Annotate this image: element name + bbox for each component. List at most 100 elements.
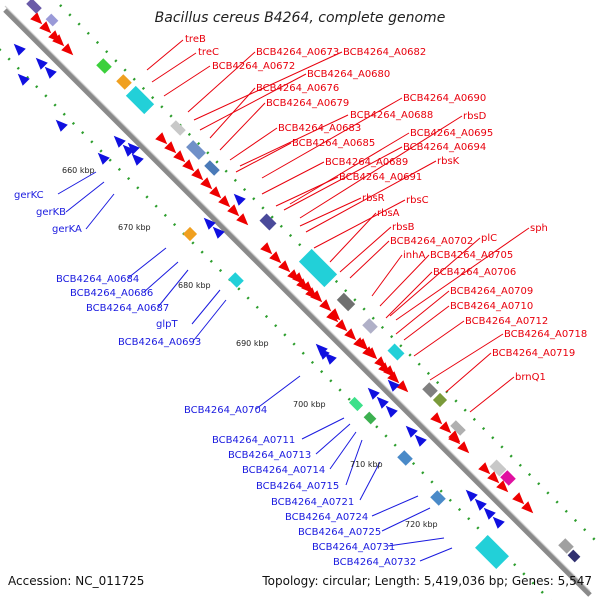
arrow-head	[344, 328, 357, 341]
gene-label[interactable]: BCB4264_A0709	[450, 286, 533, 297]
gene-label[interactable]: BCB4264_A0683	[278, 123, 361, 134]
gene-label[interactable]: BCB4264_A0676	[256, 83, 339, 94]
forward-cds-arrow	[512, 492, 525, 505]
gene-label[interactable]: BCB4264_A0672	[212, 61, 295, 72]
gene-label[interactable]: treB	[185, 34, 206, 45]
feature-box	[363, 411, 377, 425]
gene-label[interactable]: BCB4264_A0713	[228, 450, 311, 461]
gene-label[interactable]: BCB4264_A0691	[339, 172, 422, 183]
gene-label[interactable]: BCB4264_A0711	[212, 435, 295, 446]
forward-strand-features	[30, 12, 534, 514]
gene-label[interactable]: BCB4264_A0721	[271, 497, 354, 508]
gene-label[interactable]: inhA	[403, 250, 425, 261]
gene-label[interactable]: BCB4264_A0718	[504, 329, 587, 340]
box-shape	[26, 0, 42, 14]
arrow-head	[465, 489, 478, 502]
gene-label[interactable]: treC	[198, 47, 219, 58]
gene-label[interactable]: BCB4264_A0693	[118, 337, 201, 348]
box-shape	[96, 58, 112, 74]
feature-box	[170, 120, 186, 136]
gene-label[interactable]: BCB4264_A0673	[256, 47, 339, 58]
gene-label[interactable]: BCB4264_A0685	[292, 138, 375, 149]
gene-label[interactable]: rbsD	[463, 111, 487, 122]
box-shape	[397, 450, 413, 466]
gene-label[interactable]: plC	[481, 233, 497, 244]
gene-label[interactable]: BCB4264_A0679	[266, 98, 349, 109]
forward-cds-arrow	[310, 290, 323, 303]
arrow-head	[35, 57, 48, 70]
feature-box	[432, 392, 448, 408]
gene-label[interactable]: brnQ1	[515, 372, 546, 383]
forward-cds-arrow	[39, 21, 52, 34]
box-shape	[45, 13, 59, 27]
gene-label[interactable]: BCB4264_A0732	[333, 557, 416, 568]
feature-box	[116, 74, 132, 90]
forward-cds-arrow	[155, 132, 168, 145]
leader-line	[65, 181, 105, 213]
gene-label[interactable]: gerKB	[36, 207, 66, 218]
gene-label[interactable]: BCB4264_A0719	[492, 348, 575, 359]
position-ticks: 660 kbp 670 kbp 680 kbp 690 kbp 700 kbp …	[62, 166, 438, 529]
gene-label[interactable]: BCB4264_A0690	[403, 93, 486, 104]
leader-line	[301, 417, 345, 440]
leader-line	[299, 115, 463, 219]
box-shape	[387, 343, 405, 361]
gene-label[interactable]: BCB4264_A0712	[465, 316, 548, 327]
gene-label[interactable]: BCB4264_A0724	[285, 512, 368, 523]
gene-label[interactable]: BCB4264_A0689	[325, 157, 408, 168]
box-shape	[298, 248, 338, 288]
leader-line	[261, 161, 325, 195]
arrow-head	[365, 347, 378, 360]
arrow-head	[492, 516, 505, 529]
reverse-cds-arrow	[324, 352, 337, 365]
arrow-head	[131, 153, 144, 166]
gene-label[interactable]: BCB4264_A0682	[343, 47, 426, 58]
gene-label[interactable]: glpT	[156, 319, 178, 330]
gene-label[interactable]: gerKA	[52, 224, 82, 235]
gene-label[interactable]: BCB4264_A0686	[70, 288, 153, 299]
gene-label[interactable]: BCB4264_A0704	[184, 405, 267, 416]
leader-line	[191, 289, 221, 325]
gene-label[interactable]: BCB4264_A0715	[256, 481, 339, 492]
leader-line	[239, 114, 349, 167]
forward-cds-arrow	[319, 299, 332, 312]
gene-label[interactable]: rbsK	[437, 156, 460, 167]
arrow-head	[387, 379, 400, 392]
gc-content-tracks	[0, 4, 600, 600]
gene-label[interactable]: BCB4264_A0694	[403, 142, 486, 153]
box-shape	[500, 470, 516, 486]
feature-box	[397, 450, 413, 466]
gene-label[interactable]: BCB4264_A0688	[350, 110, 433, 121]
leader-line	[85, 193, 115, 230]
gene-label[interactable]: rbsA	[377, 208, 400, 219]
forward-cds-arrow	[173, 150, 186, 163]
gene-label[interactable]: BCB4264_A0710	[450, 301, 533, 312]
gene-label[interactable]: BCB4264_A0687	[86, 303, 169, 314]
gene-label[interactable]: rbsC	[406, 195, 429, 206]
arrow-head	[182, 159, 195, 172]
leader-line	[151, 52, 197, 83]
gene-label[interactable]: rbsB	[392, 222, 415, 233]
gene-label[interactable]: BCB4264_A0714	[242, 465, 325, 476]
gene-label[interactable]: BCB4264_A0731	[312, 542, 395, 553]
gene-label[interactable]: gerKC	[14, 190, 44, 201]
gene-label[interactable]: BCB4264_A0695	[410, 128, 493, 139]
leader-line	[349, 240, 390, 279]
reverse-cds-arrow	[13, 43, 26, 56]
feature-box	[336, 292, 356, 312]
reverse-cds-arrow	[97, 152, 110, 165]
gene-label[interactable]: BCB4264_A0684	[56, 274, 139, 285]
arrow-head	[376, 396, 389, 409]
gene-label[interactable]: sph	[530, 223, 548, 234]
gene-label[interactable]: BCB4264_A0706	[433, 267, 516, 278]
gene-label[interactable]: rbsR	[362, 193, 385, 204]
gene-label[interactable]: BCB4264_A0702	[390, 236, 473, 247]
reverse-strand-features	[13, 43, 505, 529]
leader-line	[289, 132, 410, 205]
gene-label[interactable]: BCB4264_A0705	[430, 250, 513, 261]
arrow-head	[155, 132, 168, 145]
gene-label[interactable]: BCB4264_A0680	[307, 69, 390, 80]
forward-cds-arrow	[200, 177, 213, 190]
gene-label[interactable]: BCB4264_A0725	[298, 527, 381, 538]
arrow-head	[269, 251, 282, 264]
